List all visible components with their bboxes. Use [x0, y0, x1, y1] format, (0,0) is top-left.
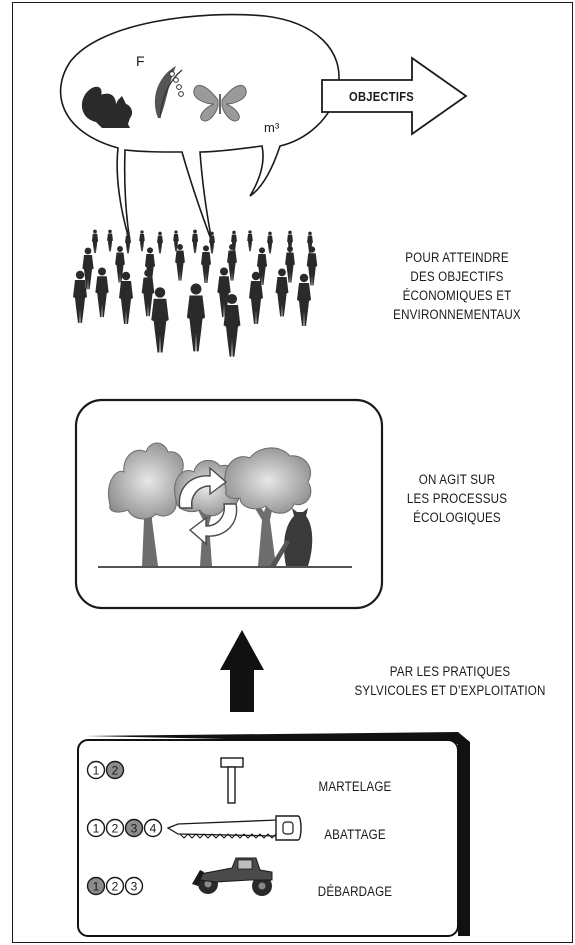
saw-icon: [166, 815, 302, 841]
objectives-arrow: [321, 56, 468, 136]
svg-text:1: 1: [93, 764, 100, 778]
owl-icon: [270, 508, 313, 566]
svg-text:2: 2: [112, 880, 119, 894]
skidder-icon: [192, 857, 273, 896]
unit-m3: m³: [264, 120, 280, 135]
thought-bubble: [59, 13, 340, 243]
svg-text:2: 2: [112, 822, 119, 836]
svg-text:4: 4: [150, 822, 157, 836]
debardage-steps: 1 2 3: [86, 876, 144, 896]
squirrel-icon: [81, 86, 133, 128]
operation-label-abattage: ABATTAGE: [324, 827, 386, 842]
abattage-steps: 1 2 3 4: [86, 818, 163, 838]
tools-panel: [77, 732, 470, 937]
martelage-steps: 1 2: [86, 760, 125, 780]
operation-label-martelage: MARTELAGE: [318, 779, 392, 794]
processes-text: ON AGIT SUR LES PROCESSUS ÉCOLOGIQUES: [406, 472, 508, 525]
letter-f: F: [136, 53, 145, 69]
figure-frame: [12, 2, 573, 943]
cycle-arrows-icon: [178, 466, 238, 546]
svg-text:3: 3: [131, 822, 138, 836]
svg-text:1: 1: [93, 822, 100, 836]
butterfly-icon: [193, 84, 247, 122]
svg-text:2: 2: [112, 764, 119, 778]
hammer-icon: [220, 757, 244, 804]
lily-of-the-valley-icon: [154, 66, 184, 119]
practices-text: PAR LES PRATIQUES SYLVICOLES ET D’EXPLOI…: [354, 664, 546, 698]
goals-text: POUR ATTEINDRE DES OBJECTIFS ÉCONOMIQUES…: [393, 250, 521, 322]
svg-text:3: 3: [131, 880, 138, 894]
svg-text:1: 1: [93, 880, 100, 894]
operation-label-debardage: DÉBARDAGE: [317, 884, 393, 899]
up-arrow: [220, 630, 264, 712]
objectives-label: OBJECTIFS: [349, 89, 414, 104]
crowd-silhouettes: [73, 229, 318, 357]
